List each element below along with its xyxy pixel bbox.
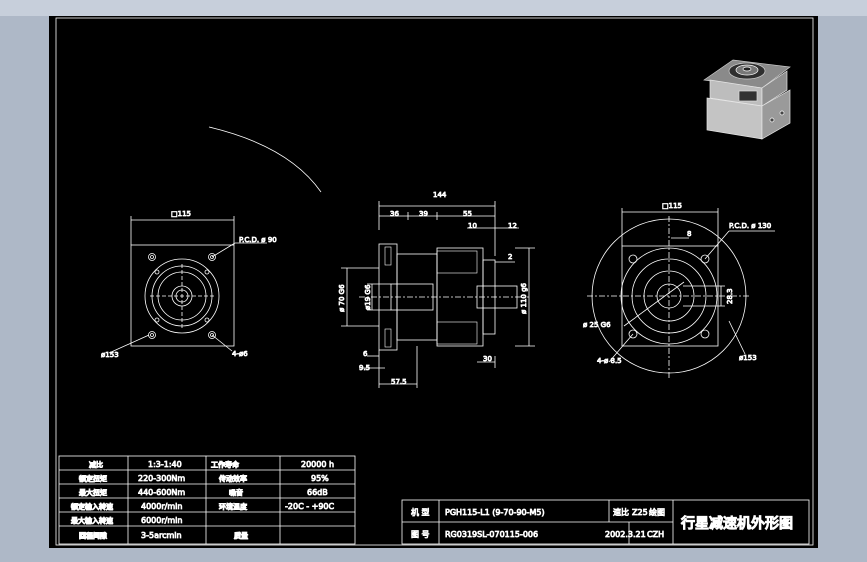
title-block-model: PGH115-L1 (9-70-90-M5) xyxy=(445,508,545,517)
spec-label: 最大扭矩 xyxy=(79,488,107,497)
spec-label: 回程间隙 xyxy=(79,531,107,540)
right-dim-28-3: 28.3 xyxy=(726,288,734,304)
title-block xyxy=(401,499,810,545)
spec-label: 工作寿命 xyxy=(211,460,240,469)
side-dim-9-5: 9.5 xyxy=(359,364,370,372)
spec-value: 4000r/min xyxy=(141,502,182,511)
spec-table-text: 减比 1:3-1:40 工作寿命 20000 h 额定扭矩 220-300Nm … xyxy=(70,460,335,541)
isometric-preview xyxy=(703,59,791,140)
drawing-canvas[interactable]: □115 P.C.D. ø 90 ø153 4-ø6 xyxy=(49,16,818,548)
spec-value: 1:3-1:40 xyxy=(148,460,182,469)
side-dim-39: 39 xyxy=(419,210,428,218)
left-dia-dim: ø153 xyxy=(101,351,119,359)
title-block-model-label: 机 型 xyxy=(411,507,430,517)
left-square-dim: □115 xyxy=(171,210,191,218)
spec-label: 质量 xyxy=(234,531,248,540)
spec-value: 95% xyxy=(311,474,329,483)
right-holes-dim: 4-ø 8.5 xyxy=(597,357,622,365)
side-dim-57-5: 57.5 xyxy=(391,378,407,386)
drawing-frame xyxy=(55,17,814,546)
side-dim-12: 12 xyxy=(508,222,517,230)
side-dim-36: 36 xyxy=(390,210,399,218)
right-rear-view xyxy=(587,208,775,378)
left-holes-dim: 4-ø6 xyxy=(232,350,248,358)
spec-value: 220-300Nm xyxy=(138,474,185,483)
side-dim-19: ø19 G6 xyxy=(364,284,372,310)
side-dim-55: 55 xyxy=(463,210,472,218)
side-dim-30: 30 xyxy=(483,355,492,363)
title-block-drawing-label: 图 号 xyxy=(411,530,430,539)
spec-value: 66dB xyxy=(307,488,328,497)
side-section-view xyxy=(341,201,535,388)
spec-label: 噪音 xyxy=(229,488,243,497)
side-dim-2: 2 xyxy=(508,253,512,261)
title-block-drafter-label: 绘图 xyxy=(649,507,665,517)
side-dim-144: 144 xyxy=(433,191,447,199)
spec-label: 环境温度 xyxy=(219,502,248,511)
spec-value: -20C - +90C xyxy=(285,502,335,511)
spec-label: 减比 xyxy=(89,460,103,469)
side-dim-10: 10 xyxy=(468,222,477,230)
construction-arc xyxy=(208,126,322,193)
left-front-view xyxy=(108,216,267,354)
spec-label: 传动效率 xyxy=(218,474,247,483)
right-dia-dim: ø153 xyxy=(739,354,757,362)
title-block-drafter: CZH xyxy=(647,530,664,539)
title-block-ratio-label: 速比 xyxy=(613,507,629,517)
side-dim-6: 6 xyxy=(363,350,368,358)
spec-table xyxy=(58,455,356,545)
spec-value: 440-600Nm xyxy=(138,488,185,497)
top-strip xyxy=(0,0,867,16)
spec-value: 3-5arcmin xyxy=(141,531,182,540)
title-block-drawing-no: RG0319SL-070115-006 xyxy=(445,530,538,539)
right-dim-8: 8 xyxy=(687,230,691,238)
spec-label: 额定扭矩 xyxy=(78,474,107,483)
right-dim-25: ø 25 G6 xyxy=(583,321,611,329)
spec-value: 6000r/min xyxy=(141,516,182,525)
left-pcd-dim: P.C.D. ø 90 xyxy=(239,236,277,244)
right-square-dim: □115 xyxy=(662,202,682,210)
side-dim-70: ø 70 G6 xyxy=(338,284,346,312)
drawing-svg: □115 P.C.D. ø 90 ø153 4-ø6 xyxy=(55,17,814,546)
title-block-date: 2002.3.21 xyxy=(605,530,646,539)
spec-value: 20000 h xyxy=(301,460,334,469)
drawing-title: 行星减速机外形图 xyxy=(680,515,793,532)
right-pcd-dim: P.C.D. ø 130 xyxy=(729,222,771,230)
side-dim-110: ø 110 g6 xyxy=(520,282,528,314)
title-block-ratio: Z25 xyxy=(632,508,648,517)
spec-label: 最大输入转速 xyxy=(71,516,113,525)
spec-label: 额定输入转速 xyxy=(70,502,113,511)
